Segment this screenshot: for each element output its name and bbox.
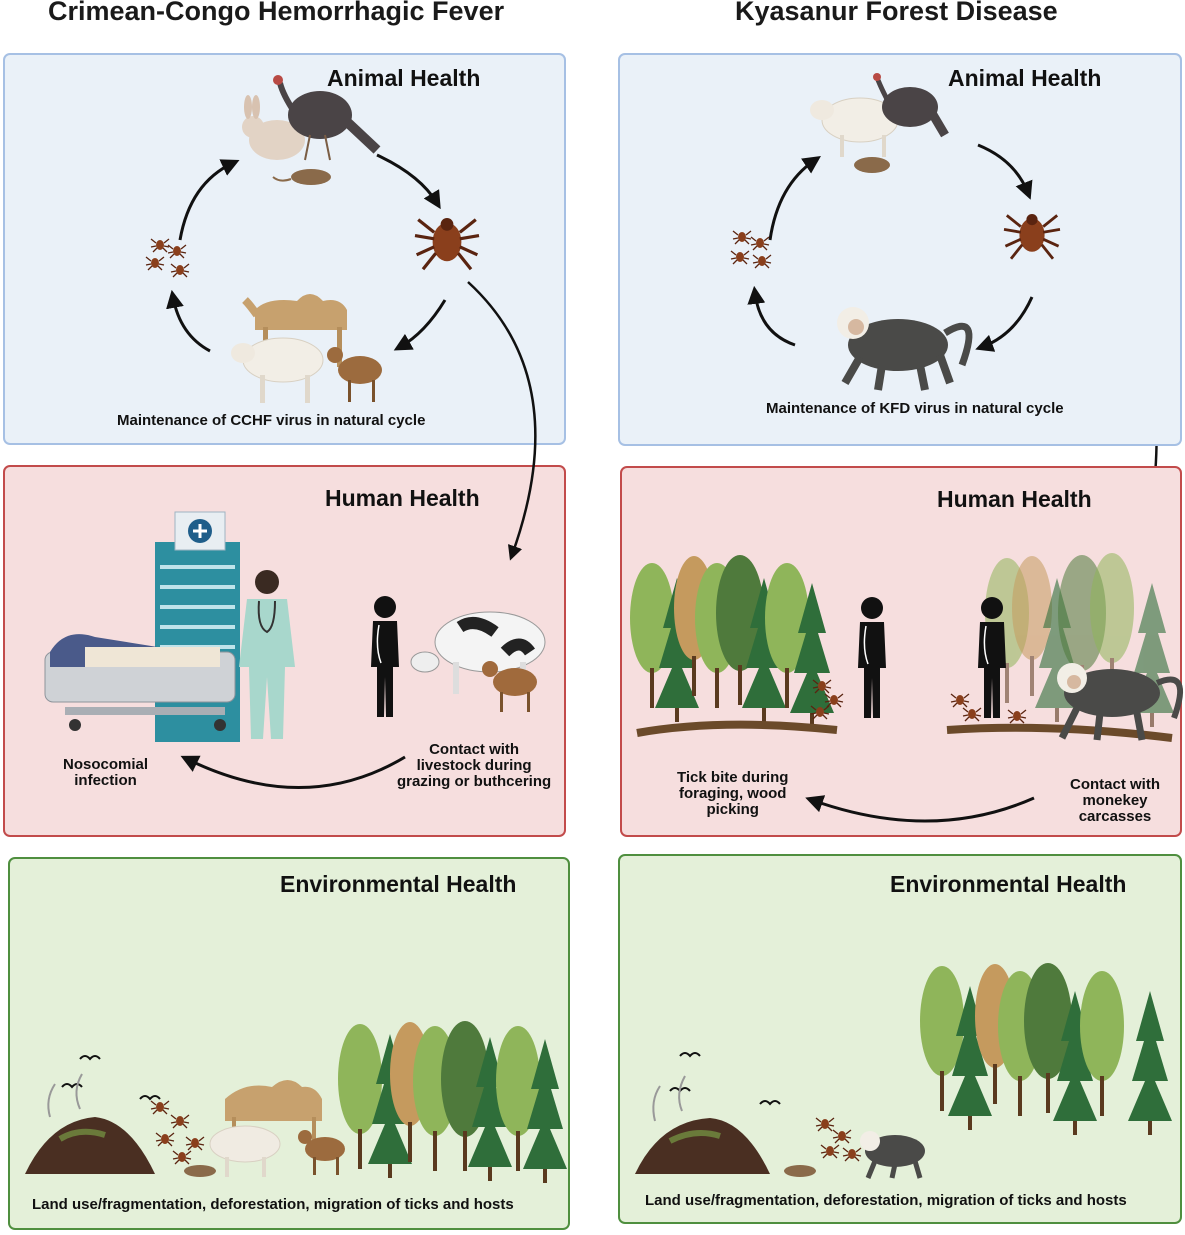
doctor-icon (239, 570, 295, 739)
turkey-icon (273, 75, 381, 161)
right-human-health-title: Human Health (937, 486, 1092, 512)
right-environment-scene (635, 963, 1172, 1179)
right-environmental-health-panel: Environmental Health (618, 854, 1182, 1224)
left-human-health-panel: Human Health (3, 465, 566, 837)
tick-icon (413, 216, 481, 271)
left-animal-health-title: Animal Health (327, 65, 481, 91)
right-animal-cycle (730, 73, 1062, 391)
left-human-left-label: Nosocomial infection (63, 756, 149, 789)
monkey-icon (860, 1131, 925, 1179)
left-environmental-health-caption: Land use/fragmentation, deforestation, m… (32, 1196, 514, 1213)
left-animal-cycle (145, 75, 481, 403)
tick-cluster-icon (150, 1100, 205, 1165)
rodent-icon (184, 1165, 216, 1177)
tick-icon (1002, 212, 1062, 261)
left-human-scene (44, 511, 546, 789)
monkey-icon (837, 307, 973, 391)
left-environment-scene (25, 1021, 567, 1183)
tick-cluster-icon (730, 230, 772, 269)
rabbit-icon (242, 95, 305, 160)
goat-icon (482, 661, 537, 712)
tick-cluster-icon (815, 1117, 862, 1162)
cow-icon (231, 337, 324, 403)
cow-icon (410, 611, 546, 694)
right-animal-health-title: Animal Health (948, 65, 1102, 91)
rodent-icon (784, 1165, 816, 1177)
right-animal-health-caption: Maintenance of KFD virus in natural cycl… (766, 400, 1064, 417)
left-human-right-label: Contact with livestock during grazing or… (397, 741, 552, 790)
tick-cluster-icon (145, 238, 190, 278)
right-environmental-health-title: Environmental Health (890, 871, 1127, 897)
rodent-icon (272, 169, 331, 185)
person-icon (857, 596, 887, 719)
left-column-title: Crimean-Congo Hemorrhagic Fever (48, 0, 505, 26)
right-human-health-panel: Human Health (620, 466, 1184, 837)
left-environmental-health-title: Environmental Health (280, 871, 517, 897)
right-human-right-label: Contact with monekey carcasses (1070, 776, 1160, 825)
right-environmental-health-caption: Land use/fragmentation, deforestation, m… (645, 1192, 1127, 1209)
cow-icon (209, 1125, 281, 1177)
rodent-icon (854, 157, 890, 173)
left-animal-health-caption: Maintenance of CCHF virus in natural cyc… (117, 412, 426, 429)
garbage-heap-icon (25, 1073, 155, 1174)
right-column-title: Kyasanur Forest Disease (735, 0, 1058, 26)
forest-icon (920, 963, 1172, 1135)
left-human-health-title: Human Health (325, 485, 480, 511)
person-icon (370, 595, 400, 718)
right-human-left-label: Tick bite during foraging, wood picking (677, 769, 789, 818)
goat-icon (298, 1130, 345, 1175)
left-animal-health-panel: Animal Health (3, 53, 566, 445)
right-animal-health-panel: Animal Health (618, 53, 1182, 446)
goat-icon (327, 347, 382, 402)
turkey-icon (873, 73, 949, 138)
left-environmental-health-panel: Environmental Health (8, 857, 570, 1230)
monkey-icon (1057, 663, 1184, 741)
right-human-scene (630, 553, 1184, 823)
cow-icon (810, 97, 899, 157)
forest-icon (338, 1021, 567, 1183)
patient-bed-icon (44, 634, 236, 731)
garbage-heap-icon (635, 1075, 770, 1174)
bird-icon (669, 1052, 781, 1105)
